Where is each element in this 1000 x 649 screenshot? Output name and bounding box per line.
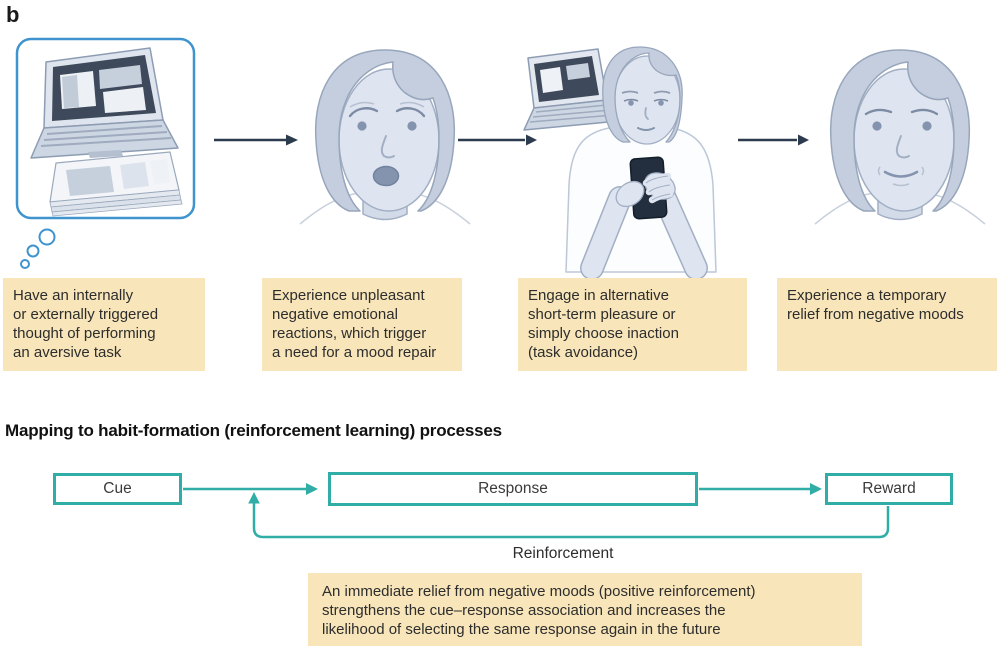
step-caption-3: Engage in alternative short-term pleasur… bbox=[518, 278, 747, 371]
flow-node-reward: Reward bbox=[825, 473, 953, 505]
reinforcement-label: Reinforcement bbox=[512, 545, 614, 562]
distressed-face-icon bbox=[299, 49, 471, 225]
phone-distraction-icon bbox=[523, 46, 717, 280]
flow-node-reward-label: Reward bbox=[862, 480, 916, 497]
cue-response-arrow-icon bbox=[183, 483, 318, 495]
illustration-strip bbox=[15, 37, 986, 280]
flow-node-cue-label: Cue bbox=[103, 480, 132, 497]
flow-node-cue: Cue bbox=[53, 473, 182, 505]
reinforcement-feedback-arrow-icon bbox=[248, 492, 890, 539]
step-arrow-3-icon bbox=[738, 134, 809, 146]
relieved-face-icon bbox=[814, 49, 986, 225]
aversive-task-thought-icon bbox=[15, 37, 196, 269]
mapping-heading: Mapping to habit-formation (reinforcemen… bbox=[5, 421, 502, 440]
step-caption-4: Experience a temporary relief from negat… bbox=[777, 278, 997, 371]
step-caption-2: Experience unpleasant negative emotional… bbox=[262, 278, 462, 371]
flow-node-response: Response bbox=[328, 472, 698, 506]
flow-node-response-label: Response bbox=[478, 480, 548, 497]
step-arrow-2-icon bbox=[458, 134, 537, 146]
step-caption-1: Have an internally or externally trigger… bbox=[3, 278, 205, 371]
step-arrow-1-icon bbox=[214, 134, 298, 146]
panel-label: b bbox=[6, 2, 20, 27]
flow-arrows bbox=[183, 483, 890, 539]
reinforcement-note: An immediate relief from negative moods … bbox=[308, 573, 862, 646]
response-reward-arrow-icon bbox=[699, 483, 822, 495]
